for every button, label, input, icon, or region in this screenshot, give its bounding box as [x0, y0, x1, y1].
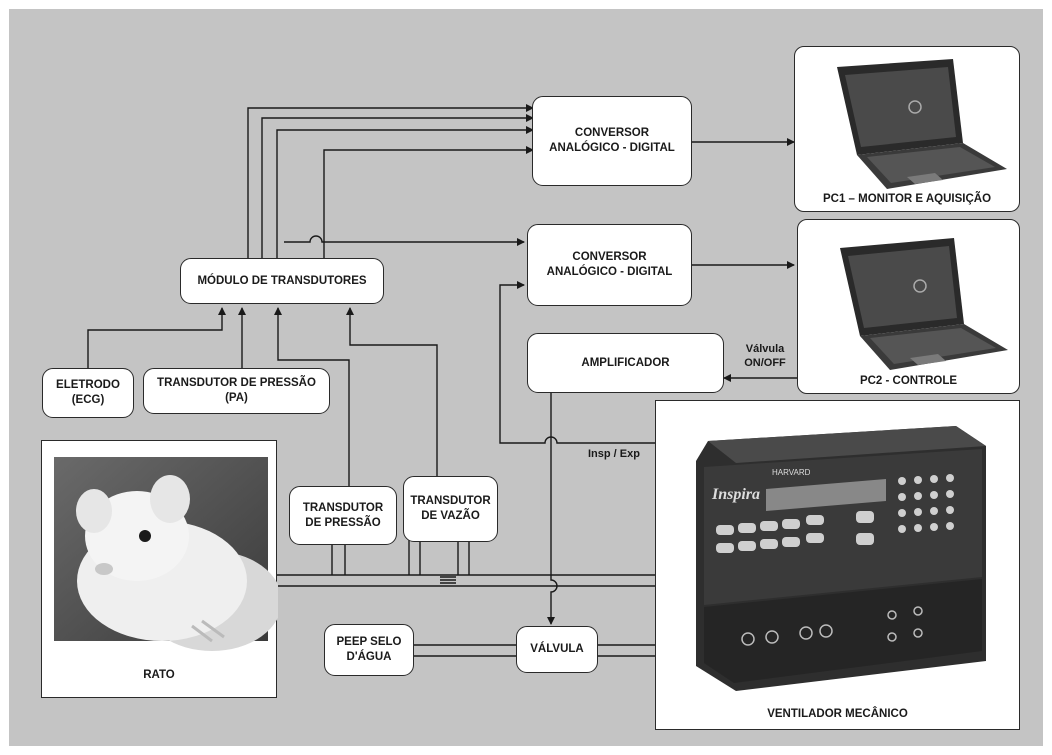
transdutor-vazao-label: TRANSDUTOR DE VAZÃO	[410, 495, 491, 522]
valvula-label: VÁLVULA	[530, 643, 584, 656]
line-tpressao-module	[274, 307, 350, 486]
valvula-box: VÁLVULA	[516, 626, 598, 673]
rato-panel: RATO	[41, 440, 278, 698]
line-amplificador-valvula	[547, 393, 558, 625]
conversor-2-label: CONVERSOR ANALÓGICO - DIGITAL	[546, 251, 673, 278]
line-inspexp-conversor2	[499, 281, 655, 444]
transdutor-pressao-label: TRANSDUTOR DE PRESSÃO	[302, 501, 384, 529]
insp-exp-label: Insp / Exp	[588, 448, 640, 460]
transdutor-pressao-pa-label: TRANSDUTOR DE PRESSÃO (PA)	[157, 377, 316, 404]
conversor-1-label: CONVERSOR ANALÓGICO - DIGITAL	[549, 127, 675, 154]
transdutor-pressao-pa-box: TRANSDUTOR DE PRESSÃO (PA)	[143, 368, 330, 414]
conversor-1-box: CONVERSOR ANALÓGICO - DIGITAL	[532, 96, 692, 186]
rato-label: RATO	[143, 669, 175, 681]
ventilator-maker: HARVARD	[772, 468, 811, 477]
line-tvazao-module	[346, 307, 438, 476]
ventilador-panel: Inspira HARVARD VENTILAD	[655, 400, 1020, 730]
line-signal-3	[276, 126, 534, 258]
peep-label: PEEP SELO D'ÁGUA	[336, 636, 402, 663]
ventilator-device: Inspira HARVARD	[696, 426, 986, 691]
line-signal-1	[247, 104, 534, 258]
line-signal-4	[323, 146, 534, 258]
laptop-pc2-icon	[840, 238, 1008, 370]
amplificador-label: AMPLIFICADOR	[581, 356, 670, 369]
conversor-2-box: CONVERSOR ANALÓGICO - DIGITAL	[527, 224, 692, 306]
modulo-transdutores-label: MÓDULO DE TRANSDUTORES	[197, 274, 367, 287]
rat-photo	[54, 457, 278, 651]
tube-valvula-ventilador	[598, 644, 655, 657]
eletrodo-box: ELETRODO (ECG)	[42, 368, 134, 418]
pc2-label: PC2 - CONTROLE	[859, 375, 958, 387]
laptop-pc1-icon	[837, 59, 1007, 189]
peep-box: PEEP SELO D'ÁGUA	[324, 624, 414, 676]
pc2-panel: PC2 - CONTROLE	[797, 219, 1020, 394]
modulo-transdutores-box: MÓDULO DE TRANSDUTORES	[180, 258, 384, 304]
pc1-label: PC1 – MONITOR E AQUISIÇÃO	[822, 193, 992, 205]
amplificador-box: AMPLIFICADOR	[527, 333, 724, 393]
line-signal-2	[261, 114, 534, 258]
ventilator-brand: Inspira	[711, 486, 760, 503]
pc1-panel: PC1 – MONITOR E AQUISIÇÃO	[794, 46, 1020, 212]
line-ecg-module	[87, 307, 226, 368]
transdutor-pressao-box: TRANSDUTOR DE PRESSÃO	[289, 486, 397, 545]
tube-peep-valvula	[414, 644, 516, 657]
line-module-conversor2	[284, 235, 525, 246]
valvula-onoff-label: Válvula ON/OFF	[744, 343, 786, 369]
transdutor-vazao-box: TRANSDUTOR DE VAZÃO	[403, 476, 498, 542]
eletrodo-label: ELETRODO (ECG)	[56, 379, 120, 406]
ventilador-label: VENTILADOR MECÂNICO	[767, 708, 908, 720]
